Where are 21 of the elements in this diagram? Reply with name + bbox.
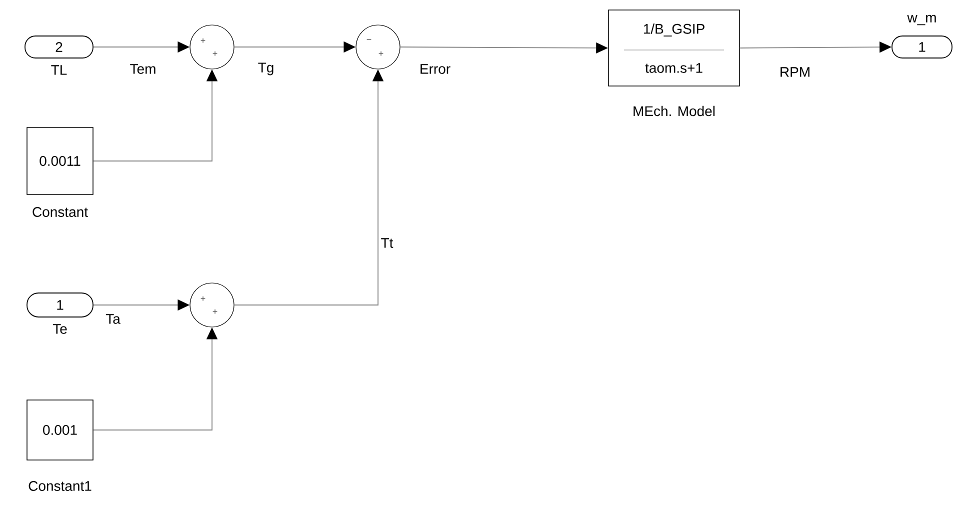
constant-block: 0.0011 [26, 127, 94, 195]
constant-block: 0.001 [26, 400, 94, 460]
signal-label: Error [420, 64, 450, 74]
signal-label: RPM [780, 67, 810, 77]
port-block: 1 [26, 292, 94, 318]
port-block: 1 [892, 36, 952, 58]
block-label: Constant1 [28, 481, 92, 491]
signal-label: Tt [381, 238, 394, 248]
signal-label: Tem [130, 64, 156, 74]
signal-label: Ta [106, 314, 120, 324]
block-label: Te [52, 324, 67, 334]
block-label: Constant [32, 207, 88, 217]
block-label: TL [51, 65, 67, 75]
block-label: MEch. Model [634, 106, 715, 116]
sum-block: + + [190, 282, 234, 328]
port-block: 2 [24, 36, 94, 58]
signal-label: Tg [258, 62, 274, 76]
sum-block: + + [190, 24, 234, 70]
transfer-function-block: 1/B_GSIP taom.s+1 [608, 10, 740, 86]
block-label: w_m [907, 14, 936, 26]
sum-block: − + [356, 24, 400, 70]
